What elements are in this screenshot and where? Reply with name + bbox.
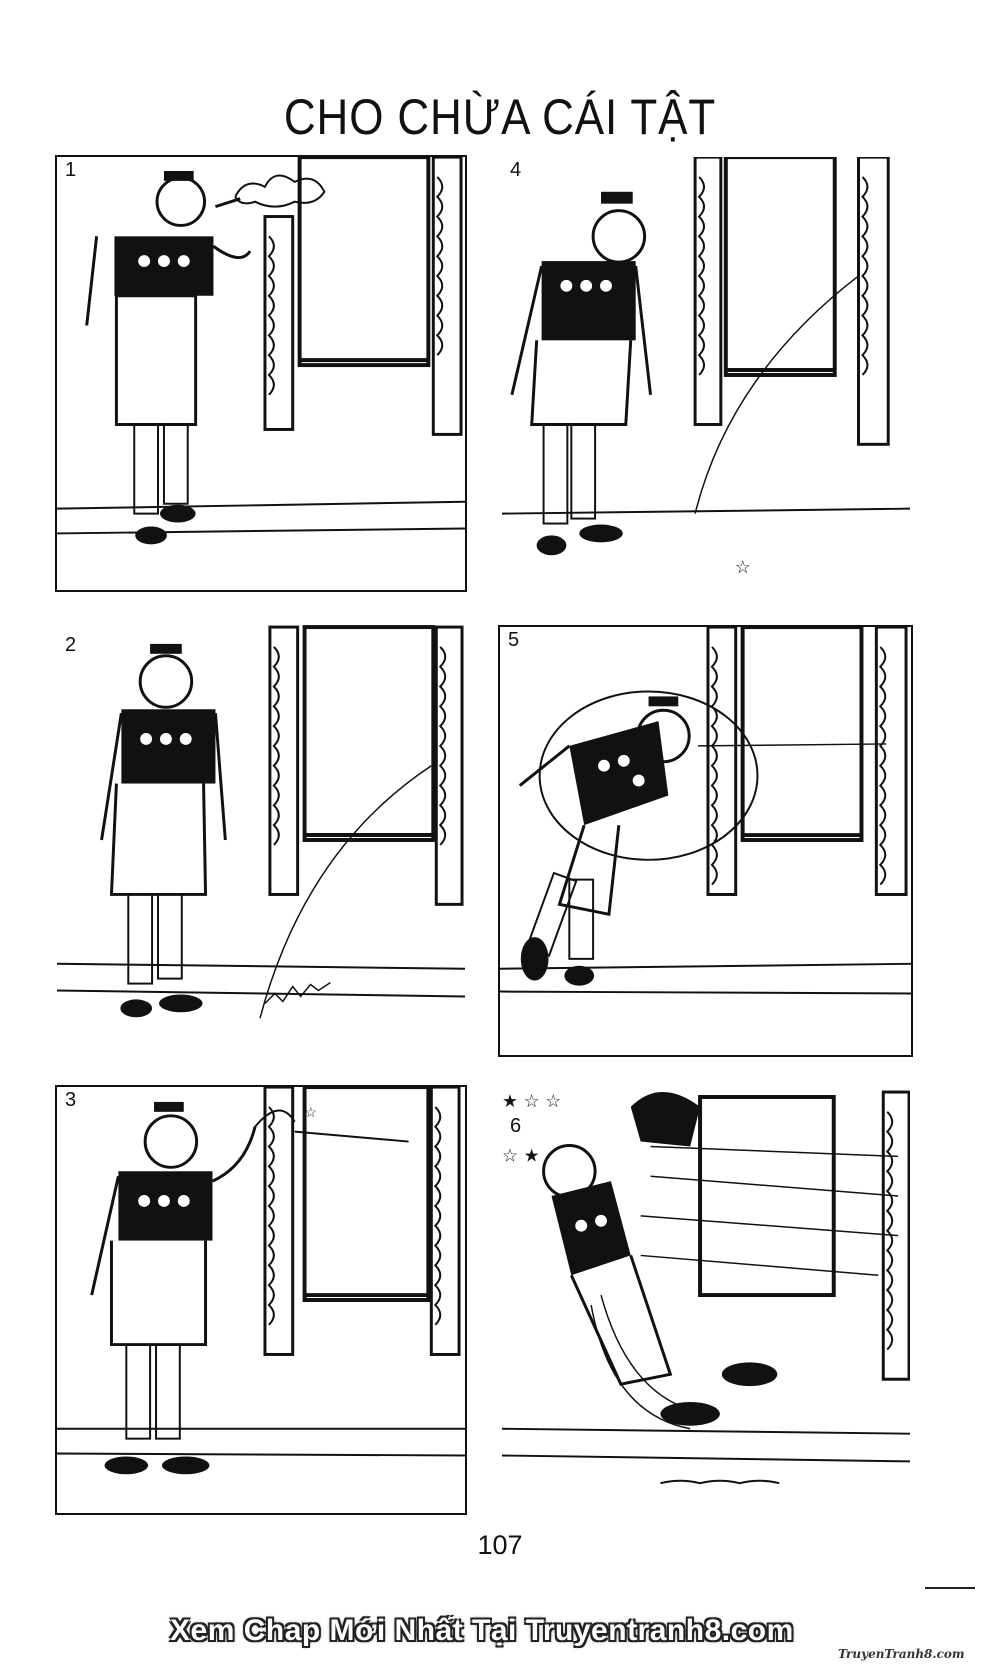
panel-4-drawing: ☆: [502, 157, 910, 578]
panel-3-drawing: ☆: [57, 1087, 465, 1475]
svg-text:★ ☆ ☆: ★ ☆ ☆: [502, 1091, 561, 1112]
panel-number: 6: [510, 1115, 522, 1137]
panel-number: 5: [508, 629, 520, 651]
panel-2-drawing: [57, 625, 465, 1019]
panel-number: 4: [510, 159, 522, 181]
comic-panel-6: ★ ☆ ☆ ☆ ★ 6: [500, 1085, 912, 1515]
panel-number: 1: [65, 159, 77, 181]
divider: [925, 1587, 975, 1589]
comic-panel-3: ☆ 3: [55, 1085, 467, 1515]
page-number: 107: [477, 1530, 523, 1560]
panel-1-drawing: [57, 157, 465, 545]
panel-number: 3: [65, 1089, 77, 1111]
promo-banner: Xem Chap Mới Nhất Tại Truyentranh8.com: [170, 1614, 794, 1647]
comic-panel-4: ☆ 4: [500, 155, 912, 592]
comic-panel-1: 1: [55, 155, 467, 592]
comic-panel-2: 2: [55, 620, 467, 1057]
svg-text:☆: ☆: [735, 557, 751, 578]
svg-text:☆ ★: ☆ ★: [502, 1145, 540, 1166]
panel-5-drawing: [500, 627, 911, 995]
watermark-logo: TruyenTranh8.com: [838, 1647, 965, 1661]
svg-text:☆: ☆: [305, 1105, 317, 1121]
comic-panel-5: 5: [498, 625, 913, 1057]
comic-title: CHO CHỪA CÁI TẬT: [283, 89, 717, 145]
panel-6-drawing: ★ ☆ ☆ ☆ ★: [502, 1090, 910, 1485]
panel-number: 2: [65, 634, 77, 656]
